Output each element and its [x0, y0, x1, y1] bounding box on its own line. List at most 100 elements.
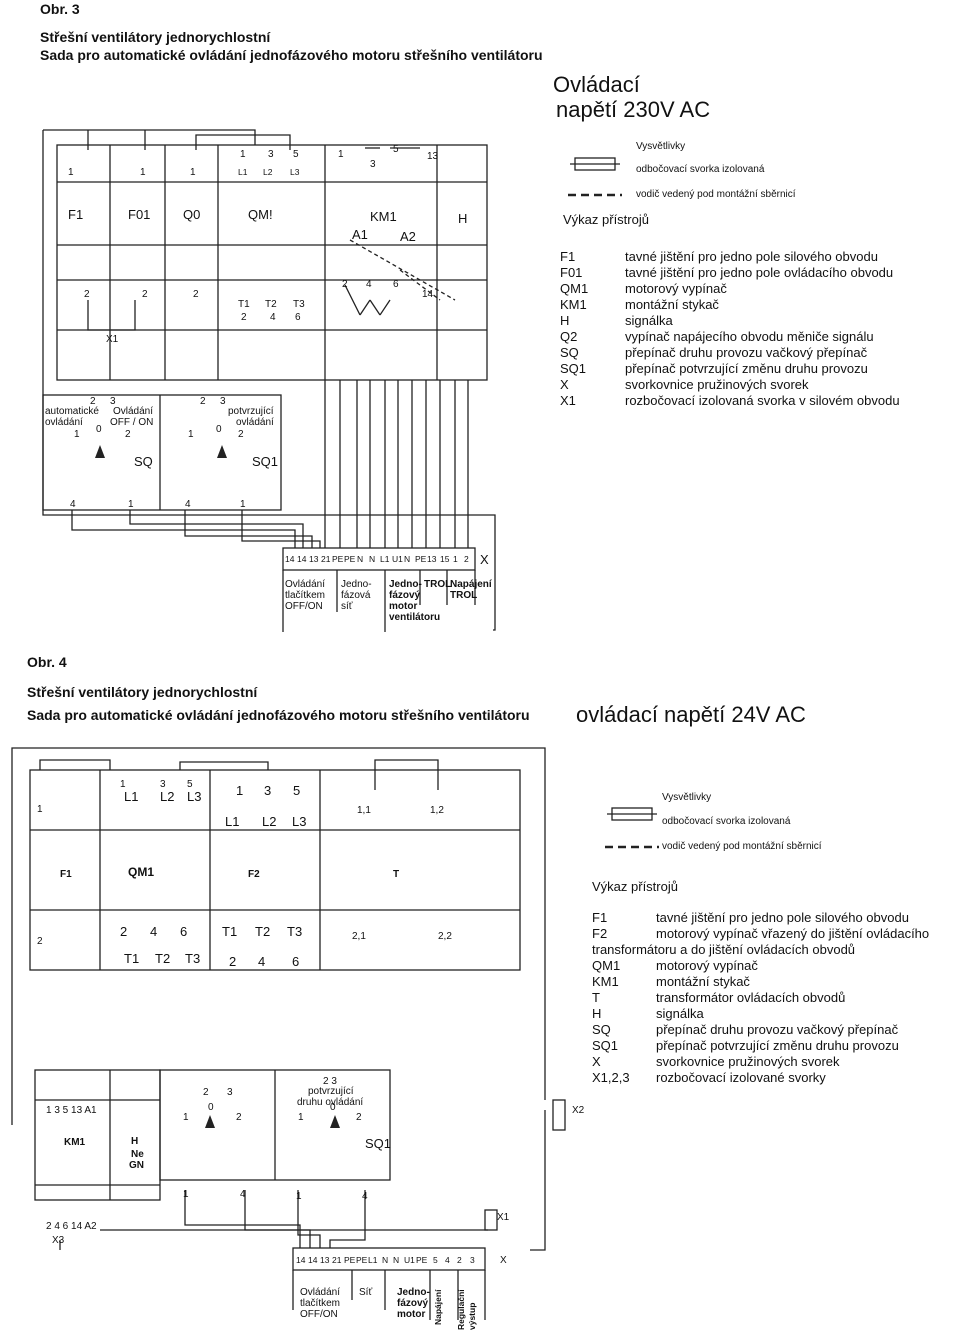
switch-pin: 3 — [220, 396, 226, 407]
terminal-cell: L1 — [380, 554, 390, 564]
switch-onoff-label: Ovládání — [113, 406, 154, 417]
fig3-voltage-line1: Ovládací — [553, 72, 640, 97]
terminal-label: 5 — [293, 149, 299, 160]
terminal-cell: 21 — [332, 1255, 342, 1265]
terminal-label: 2 — [37, 936, 43, 947]
strip-group-label: Jedno- — [389, 579, 422, 590]
terminal-label: L2 — [263, 167, 273, 177]
terminal-cell: 13 — [309, 554, 319, 564]
device-t: T — [393, 869, 400, 880]
fig3-legend-value: motorový vypínač — [625, 281, 727, 296]
terminal-label: 14 — [422, 289, 434, 300]
terminal-label: 2 — [120, 924, 128, 939]
fig3-legend-key: SQ1 — [560, 361, 587, 376]
fig4-number: Obr. 4 — [27, 654, 67, 670]
strip-group-label: Regulační — [456, 1289, 466, 1330]
switch-pin: 3 — [110, 396, 116, 407]
fig4-legend-key: SQ1 — [592, 1038, 619, 1053]
strip-group-label: síť — [341, 601, 353, 612]
device-f1: F1 — [68, 207, 84, 222]
switch-pin: 2 — [238, 429, 244, 440]
fig4-legend-key: H — [592, 1006, 602, 1021]
switch-confirm-label: ovládání — [236, 417, 274, 428]
terminal-label: 1 — [140, 167, 146, 178]
switch-pin: 2 — [200, 396, 206, 407]
terminal-cell: L1 — [368, 1255, 378, 1265]
fig4-legend-value: transformátoru a do jištění ovládacích o… — [592, 942, 856, 957]
fig3-explanation-wire: vodič vedený pod montážní sběrnicí — [636, 189, 796, 200]
fig3-explanation-terminal: odbočovací svorka izolovaná — [636, 164, 765, 175]
device-a1: A1 — [352, 227, 368, 242]
fig3-legend-key: F1 — [560, 249, 576, 264]
fig4-legend-value: motorový vypínač — [656, 958, 758, 973]
fig4-explanations-title: Vysvětlivky — [662, 792, 712, 803]
strip-group-label: OFF/ON — [300, 1309, 338, 1320]
fig4-legend-key: T — [592, 990, 600, 1005]
fig4-legend-key: SQ — [592, 1022, 611, 1037]
fig3-legend-value: rozbočovací izolovaná svorka v silovém o… — [625, 393, 900, 408]
device-h: H — [131, 1136, 139, 1147]
terminal-label: 1,1 — [357, 805, 371, 816]
terminal-cell: PE — [415, 554, 427, 564]
device-qm1: QM1 — [128, 865, 155, 879]
fig3-inventory-title: Výkaz přístrojů — [563, 212, 649, 227]
terminal-label: 3 — [268, 149, 274, 160]
terminal-cell: N — [357, 554, 364, 564]
terminal-label: 2,1 — [352, 931, 366, 942]
fig4-legend-key: X — [592, 1054, 601, 1069]
fig4-strip-label: X — [500, 1255, 507, 1266]
device-x2: X2 — [572, 1105, 585, 1116]
strip-group-label: ventilátoru — [389, 612, 441, 623]
terminal-cell: U1 — [392, 554, 403, 564]
fig3-legend-key: Q2 — [560, 329, 578, 344]
fig4-explanation-terminal: odbočovací svorka izolovaná — [662, 816, 791, 827]
terminal-cell: 4 — [445, 1255, 450, 1265]
switch-pin: 2 — [203, 1087, 209, 1098]
strip-group-label: TROL — [424, 579, 452, 590]
terminal-label: L3 — [290, 167, 300, 177]
switch-sq-label: SQ — [134, 454, 153, 469]
fig3-strip-label: X — [480, 552, 489, 567]
terminal-label: L1 — [225, 814, 240, 829]
switch-auto-label: ovládání — [45, 417, 83, 428]
switch-pin: 0 — [216, 424, 222, 435]
terminal-cell: N — [393, 1255, 400, 1265]
terminal-cell: U1 — [404, 1255, 415, 1265]
switch-pin: 2 — [125, 429, 131, 440]
terminal-label: T1 — [124, 951, 140, 966]
fig4-legend-key: QM1 — [592, 958, 621, 973]
device-a2: A2 — [400, 229, 416, 244]
fig4-legend-value: motorový vypínač vřazený do jištění ovlá… — [656, 926, 930, 941]
terminal-label: L3 — [187, 789, 202, 804]
strip-group-label: tlačítkem — [300, 1298, 341, 1309]
device-f2: F2 — [248, 869, 260, 880]
fig3-legend-key: KM1 — [560, 297, 587, 312]
strip-group-label: OFF/ON — [285, 601, 323, 612]
switch-auto-label: automatické — [45, 406, 99, 417]
terminal-cell: 15 — [440, 554, 450, 564]
terminal-label: 2 — [342, 279, 348, 290]
strip-group-label: motor — [389, 601, 418, 612]
terminal-label: 4 — [150, 924, 158, 939]
terminal-cell: 13 — [427, 554, 437, 564]
fig4-legend-value: transformátor ovládacích obvodů — [656, 990, 846, 1005]
switch-pin: 2 — [90, 396, 96, 407]
wire-number: 1 — [240, 499, 246, 510]
device-km1: KM1 — [64, 1137, 86, 1148]
terminal-label: 2 — [142, 289, 148, 300]
fig3-legend-key: X — [560, 377, 569, 392]
wire-number: 4 — [185, 499, 191, 510]
terminal-cell: 1 — [453, 554, 458, 564]
wire-number: 4 — [70, 499, 76, 510]
switch-pin: 0 — [330, 1102, 336, 1113]
wire-number: 1 — [296, 1191, 302, 1202]
wire-number: 1 — [128, 499, 134, 510]
terminal-label: T1 — [222, 924, 238, 939]
fig3-legend-value: tavné jištění pro jedno pole silového ob… — [625, 249, 878, 264]
terminal-label: T2 — [265, 299, 277, 310]
terminal-label: 2 4 6 14 A2 — [46, 1221, 97, 1232]
strip-group-label: Jedno- — [397, 1287, 430, 1298]
terminal-cell: 2 — [457, 1255, 462, 1265]
terminal-cell: PE — [344, 1255, 356, 1265]
